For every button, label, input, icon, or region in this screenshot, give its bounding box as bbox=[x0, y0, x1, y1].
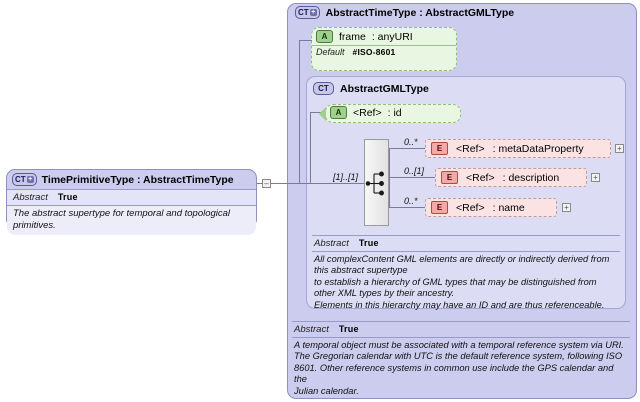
attribute-frame-header: A frame : anyURI bbox=[312, 28, 456, 45]
abstract-value: True bbox=[358, 238, 379, 248]
sequence-compositor-node[interactable] bbox=[364, 139, 389, 226]
cardinality-metadataproperty: 0..* bbox=[404, 137, 418, 147]
doc-line: this abstract supertype bbox=[314, 265, 408, 276]
abstractgmltype-abstract-row: Abstract True bbox=[312, 235, 620, 252]
abstracttimetype-abstract-row: Abstract True bbox=[292, 321, 630, 338]
complextype-icon[interactable]: CT bbox=[313, 82, 334, 95]
attribute-pointer-shape bbox=[319, 106, 326, 121]
abstracttimetype-documentation: Abstract True A temporal object must be … bbox=[292, 321, 630, 397]
connector-lefttype-stub bbox=[256, 183, 263, 184]
abstract-label: Abstract bbox=[314, 238, 349, 249]
complextype-plus-icon[interactable]: CT+ bbox=[295, 6, 320, 19]
attribute-box-id[interactable]: A <Ref> : id bbox=[319, 104, 461, 123]
connector-spine-outer bbox=[299, 40, 300, 183]
connector-to-frame-attribute bbox=[299, 40, 312, 41]
doc-line: 8601. Other reference systems in common … bbox=[294, 362, 614, 373]
element-metadataproperty-name: : metaDataProperty bbox=[492, 142, 584, 155]
attribute-box-frame[interactable]: A frame : anyURI Default #ISO-8601 bbox=[311, 27, 457, 71]
element-metadataproperty-ref: <Ref> bbox=[456, 142, 485, 155]
cardinality-name: 0..* bbox=[404, 196, 418, 206]
element-icon: E bbox=[431, 201, 448, 214]
complextype-icon-label: CT bbox=[298, 7, 309, 17]
attribute-id-header: A <Ref> : id bbox=[326, 105, 460, 120]
element-icon: E bbox=[431, 142, 448, 155]
connector-to-id-attribute bbox=[310, 112, 325, 113]
doc-line: Elements in this hierarchy may have an I… bbox=[314, 299, 605, 310]
expand-name-button[interactable]: + bbox=[562, 203, 571, 212]
expand-description-button[interactable]: + bbox=[591, 173, 600, 182]
connector-branch-metadataproperty bbox=[389, 148, 425, 149]
abstracttimetype-documentation-text: A temporal object must be associated wit… bbox=[292, 338, 630, 397]
cardinality-description: 0..[1] bbox=[404, 166, 425, 176]
timeprimitivetype-header[interactable]: CT+ TimePrimitiveType : AbstractTimeType bbox=[7, 170, 256, 189]
doc-line: A temporal object must be associated wit… bbox=[294, 340, 624, 350]
default-label: Default bbox=[316, 47, 345, 57]
element-box-name[interactable]: E <Ref> : name bbox=[425, 198, 557, 217]
abstracttimetype-title-row[interactable]: CT+ AbstractTimeType : AbstractGMLType bbox=[295, 6, 514, 19]
connector-branch-name bbox=[389, 207, 425, 208]
expand-plus-icon[interactable]: + bbox=[26, 176, 34, 183]
connector-to-sequence bbox=[310, 183, 370, 184]
abstractgmltype-title-row[interactable]: CT AbstractGMLType bbox=[313, 82, 429, 95]
connector-branch-description bbox=[389, 177, 435, 178]
complextype-plus-icon[interactable]: CT+ bbox=[12, 173, 37, 186]
attribute-icon: A bbox=[330, 106, 347, 119]
attribute-icon: A bbox=[316, 30, 333, 43]
doc-line: Julian calendar. bbox=[294, 385, 359, 396]
abstract-label: Abstract bbox=[294, 324, 329, 335]
sequence-compositor-icon bbox=[365, 171, 384, 196]
doc-line: All complexContent GML elements are dire… bbox=[314, 254, 610, 264]
abstractgmltype-documentation-text: All complexContent GML elements are dire… bbox=[312, 252, 620, 311]
element-description-ref: <Ref> bbox=[466, 171, 495, 184]
default-value: #ISO-8601 bbox=[352, 47, 396, 57]
doc-line: to establish a hierarchy of GML types th… bbox=[314, 276, 597, 287]
attribute-frame-name: frame bbox=[339, 30, 366, 43]
timeprimitivetype-title: TimePrimitiveType : AbstractTimeType bbox=[41, 173, 234, 186]
complextype-icon-label: CT bbox=[15, 174, 26, 184]
complextype-box-timeprimitivetype[interactable]: CT+ TimePrimitiveType : AbstractTimeType… bbox=[6, 169, 257, 235]
doc-line: other XML types by their ancestry. bbox=[314, 288, 455, 299]
abstract-value: True bbox=[57, 192, 78, 202]
abstractgmltype-title: AbstractGMLType bbox=[340, 82, 429, 95]
abstracttimetype-title: AbstractTimeType : AbstractGMLType bbox=[325, 6, 515, 19]
element-box-metadataproperty[interactable]: E <Ref> : metaDataProperty bbox=[425, 139, 611, 158]
connector-outer-to-inner bbox=[288, 183, 310, 184]
element-icon: E bbox=[441, 171, 458, 184]
abstractgmltype-documentation: Abstract True All complexContent GML ele… bbox=[312, 235, 620, 311]
element-box-description[interactable]: E <Ref> : description bbox=[435, 168, 587, 187]
element-description-name: : description bbox=[502, 171, 560, 184]
element-name-ref: <Ref> bbox=[456, 201, 485, 214]
complextype-icon-label: CT bbox=[318, 83, 329, 93]
expand-plus-icon[interactable]: + bbox=[309, 9, 317, 16]
connector-spine-inner bbox=[310, 112, 311, 183]
timeprimitivetype-abstract-row: Abstract True bbox=[7, 189, 256, 205]
expand-metadataproperty-button[interactable]: + bbox=[615, 144, 624, 153]
doc-line: the bbox=[294, 374, 307, 385]
attribute-frame-default-row: Default #ISO-8601 bbox=[312, 45, 456, 59]
abstract-value: True bbox=[338, 324, 359, 334]
attribute-frame-type: : anyURI bbox=[371, 30, 413, 43]
doc-line: The Gregorian calendar with UTC is the d… bbox=[294, 351, 623, 362]
attribute-id-type: : id bbox=[387, 106, 402, 119]
collapse-toggle-lefttype[interactable]: – bbox=[262, 179, 271, 188]
attribute-id-ref: <Ref> bbox=[353, 106, 382, 119]
timeprimitivetype-documentation: The abstract supertype for temporal and … bbox=[7, 205, 256, 235]
connector-lefttype-to-panel bbox=[271, 183, 289, 184]
cardinality-sequence: [1]..[1] bbox=[333, 172, 359, 182]
abstract-label: Abstract bbox=[13, 192, 48, 203]
element-name-name: : name bbox=[492, 201, 525, 214]
